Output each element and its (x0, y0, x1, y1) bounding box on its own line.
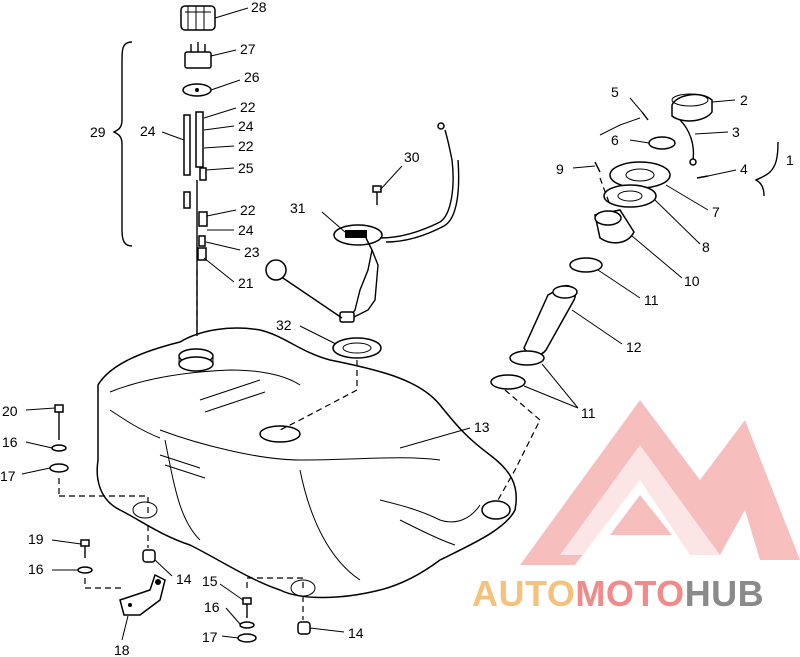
label-12: 12 (626, 339, 642, 355)
label-32: 32 (276, 317, 292, 333)
label-3: 3 (732, 124, 740, 140)
washer-16b (77, 566, 93, 574)
fuel-cap-2 (671, 93, 713, 122)
label-28: 28 (251, 0, 267, 15)
label-29: 29 (90, 124, 106, 140)
label-7: 7 (712, 204, 720, 220)
washer-17a (49, 463, 69, 473)
svg-text:AUTOMOTOHUB: AUTOMOTOHUB (472, 573, 764, 614)
label-24c: 24 (238, 222, 254, 238)
label-11b: 11 (581, 405, 596, 421)
tether-3 (679, 119, 697, 166)
label-14b: 14 (348, 625, 364, 641)
label-11a: 11 (644, 292, 659, 308)
label-19: 19 (28, 531, 44, 547)
bracket-1 (754, 141, 779, 197)
label-25: 25 (238, 160, 254, 176)
gasket-6 (648, 136, 676, 150)
bracket-18 (119, 573, 166, 616)
label-18: 18 (114, 642, 130, 657)
label-30: 30 (404, 149, 420, 165)
label-16c: 16 (204, 599, 220, 615)
screw-4 (696, 175, 709, 179)
watermark-part-moto: MOTO (575, 573, 684, 614)
label-2: 2 (740, 92, 748, 108)
label-8: 8 (702, 239, 710, 255)
grommet-14b (297, 621, 311, 635)
watermark-logo (520, 400, 800, 565)
label-14a: 14 (176, 571, 192, 587)
label-5: 5 (611, 84, 619, 100)
label-15: 15 (202, 573, 218, 589)
label-16b: 16 (28, 561, 44, 577)
label-22b: 22 (238, 138, 254, 154)
tubes-assembly (183, 111, 208, 340)
label-16a: 16 (2, 434, 18, 450)
label-31: 31 (290, 200, 306, 216)
leader-lines (21, 7, 737, 641)
fuel-sender-31 (265, 122, 460, 323)
label-27: 27 (240, 41, 256, 57)
label-13: 13 (474, 419, 490, 435)
label-24b: 24 (238, 118, 254, 134)
watermark-part-auto: AUTO (472, 573, 575, 614)
bolt-15 (242, 597, 252, 618)
label-20: 20 (2, 403, 18, 419)
fuel-tank-13 (96, 327, 517, 599)
screw-5 (641, 111, 649, 121)
assembly-dashed-lines (58, 177, 611, 620)
clamps-11-lower (490, 350, 545, 390)
washer-16a (51, 444, 67, 452)
label-4: 4 (740, 161, 748, 177)
label-22a: 22 (240, 99, 256, 115)
label-6: 6 (611, 132, 619, 148)
washer-17b (237, 633, 257, 643)
watermark-part-hub: HUB (685, 573, 765, 614)
fitting-27 (184, 42, 212, 69)
neck-10 (594, 209, 635, 244)
gasket-26 (182, 83, 212, 97)
washer-16c (239, 621, 255, 629)
gasket-8 (603, 184, 657, 208)
label-9: 9 (556, 161, 564, 177)
grommet-14a (142, 549, 156, 563)
watermark-text: AUTOMOTOHUB (472, 573, 764, 614)
screw-30 (372, 185, 382, 205)
label-24a: 24 (140, 123, 156, 139)
label-26: 26 (244, 69, 260, 85)
gasket-32 (332, 337, 382, 359)
clamp-11-upper (569, 257, 603, 273)
bolt-20 (54, 404, 64, 440)
label-17a: 17 (0, 468, 16, 484)
label-23: 23 (244, 244, 260, 260)
bolt-19 (80, 539, 90, 558)
flange-7 (609, 161, 671, 189)
label-10: 10 (684, 273, 700, 289)
filler-cap-28 (180, 5, 216, 31)
label-17b: 17 (202, 629, 218, 645)
bracket-29 (112, 41, 133, 247)
screw-9 (594, 161, 601, 173)
label-21: 21 (238, 275, 254, 291)
label-22c: 22 (240, 202, 256, 218)
hose-12 (523, 284, 578, 356)
label-1: 1 (786, 152, 794, 168)
